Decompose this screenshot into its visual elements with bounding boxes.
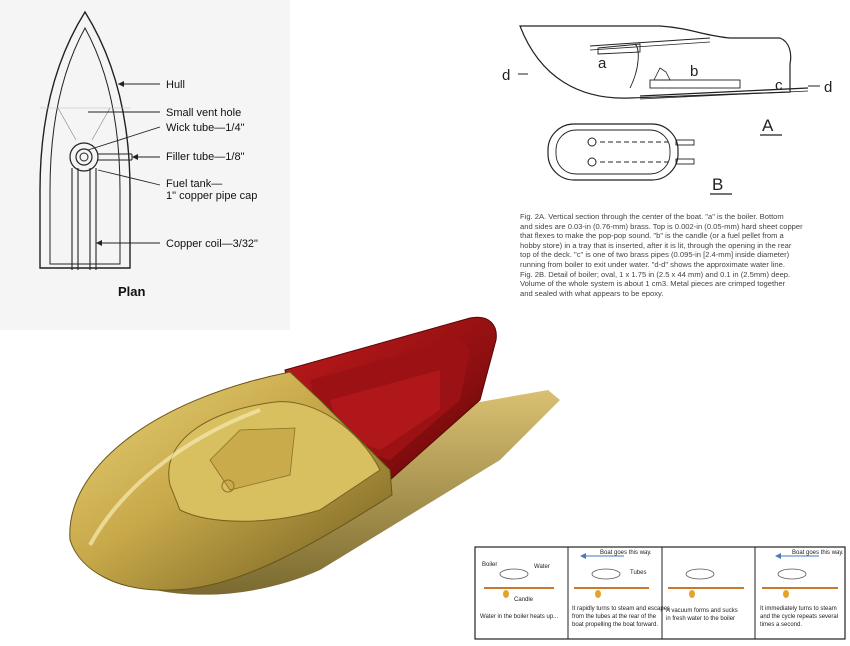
panel-2-text: boat propelling the boat forward. <box>572 622 658 628</box>
label-wick: Wick tube—1/4" <box>166 122 245 134</box>
label-boiler: Boiler <box>482 562 497 568</box>
panel-4-text: It immediately turns to steam <box>760 606 837 612</box>
wick-tube <box>79 152 89 162</box>
caption-line: Fig. 2A. Vertical section through the ce… <box>520 212 784 221</box>
cycle-diagram: Boiler Water Candle Water in the boiler … <box>474 546 846 640</box>
label-copper-coil: Copper coil—3/32" <box>166 238 258 250</box>
section-diagram: a b c d d A B <box>502 25 832 195</box>
hull-outline <box>39 10 131 269</box>
label-boat-direction: Boat goes this way. <box>792 550 844 556</box>
cycle-panel-2: Boat goes this way. Tubes It rapidly tur… <box>572 550 670 628</box>
pipe-c <box>639 87 809 97</box>
caption-line: top of the deck. "c" is one of two brass… <box>520 250 790 260</box>
label-filler: Filler tube—1/8" <box>166 151 245 163</box>
label-vent: Small vent hole <box>166 107 241 119</box>
caption-line: Fig. 2B. Detail of boiler; oval, 1 x 1.7… <box>520 269 791 279</box>
plan-diagram: Hull Small vent hole Wick tube—1/4" Fill… <box>0 0 290 330</box>
label-fuel-tank: Fuel tank— <box>166 178 222 190</box>
caption-line: that flexes to make the pop-pop sound. "… <box>520 231 784 241</box>
label-water: Water <box>534 564 550 570</box>
figure-caption: Fig. 2A. Vertical section through the ce… <box>520 212 838 298</box>
boiler-detail <box>547 123 679 181</box>
candle-tray <box>649 79 741 89</box>
cycle-panel-4: Boat goes this way. It immediately turns… <box>760 550 844 628</box>
label-hull: Hull <box>166 79 185 91</box>
cycle-panel-1: Boiler Water Candle Water in the boiler … <box>480 562 558 620</box>
caption-line: running from boiler to exit under water.… <box>520 259 785 269</box>
label-boat-direction: Boat goes this way. <box>600 550 652 556</box>
caption-line: hobby store) in a tray that is inserted,… <box>520 240 792 250</box>
pop-pop-boat-photo <box>69 316 560 595</box>
panel-4-text: times a second. <box>760 622 802 628</box>
boiler <box>597 43 641 55</box>
plan-title: Plan <box>118 284 146 299</box>
caption-line: and sides are 0.03-in (0.76-mm) brass. T… <box>520 221 803 231</box>
label-tubes: Tubes <box>630 570 646 576</box>
label-fuel-tank-detail: 1" copper pipe cap <box>166 190 257 202</box>
hull-section <box>519 25 792 99</box>
label-fig-a: A <box>762 116 774 135</box>
label-candle: Candle <box>514 597 534 603</box>
panel-2-text: from the tubes at the rear of the <box>572 614 657 620</box>
letter-a: a <box>598 55 607 72</box>
fuel-tank <box>69 142 99 172</box>
caption-line: and sealed with what appears to be epoxy… <box>520 288 664 298</box>
panel-2-text: It rapidly turns to steam and escapes <box>572 606 670 612</box>
letter-c: c <box>775 77 783 94</box>
panel-4-text: and the cycle repeats several <box>760 614 838 620</box>
boiler-tubes <box>675 139 695 146</box>
caption-line: Volume of the whole system is about 1 cm… <box>520 279 786 289</box>
letter-d-left: d <box>502 67 510 84</box>
candle <box>653 67 671 81</box>
label-fig-b: B <box>712 175 723 194</box>
panel-1-text: Water in the boiler heats up... <box>480 614 558 620</box>
letter-b: b <box>690 63 698 80</box>
panel-3-text: A vacuum forms and sucks <box>666 608 738 614</box>
panel-3-text: in fresh water to the boiler <box>666 616 735 622</box>
cycle-panel-3: A vacuum forms and sucks in fresh water … <box>666 568 744 622</box>
letter-d-right: d <box>824 79 832 96</box>
